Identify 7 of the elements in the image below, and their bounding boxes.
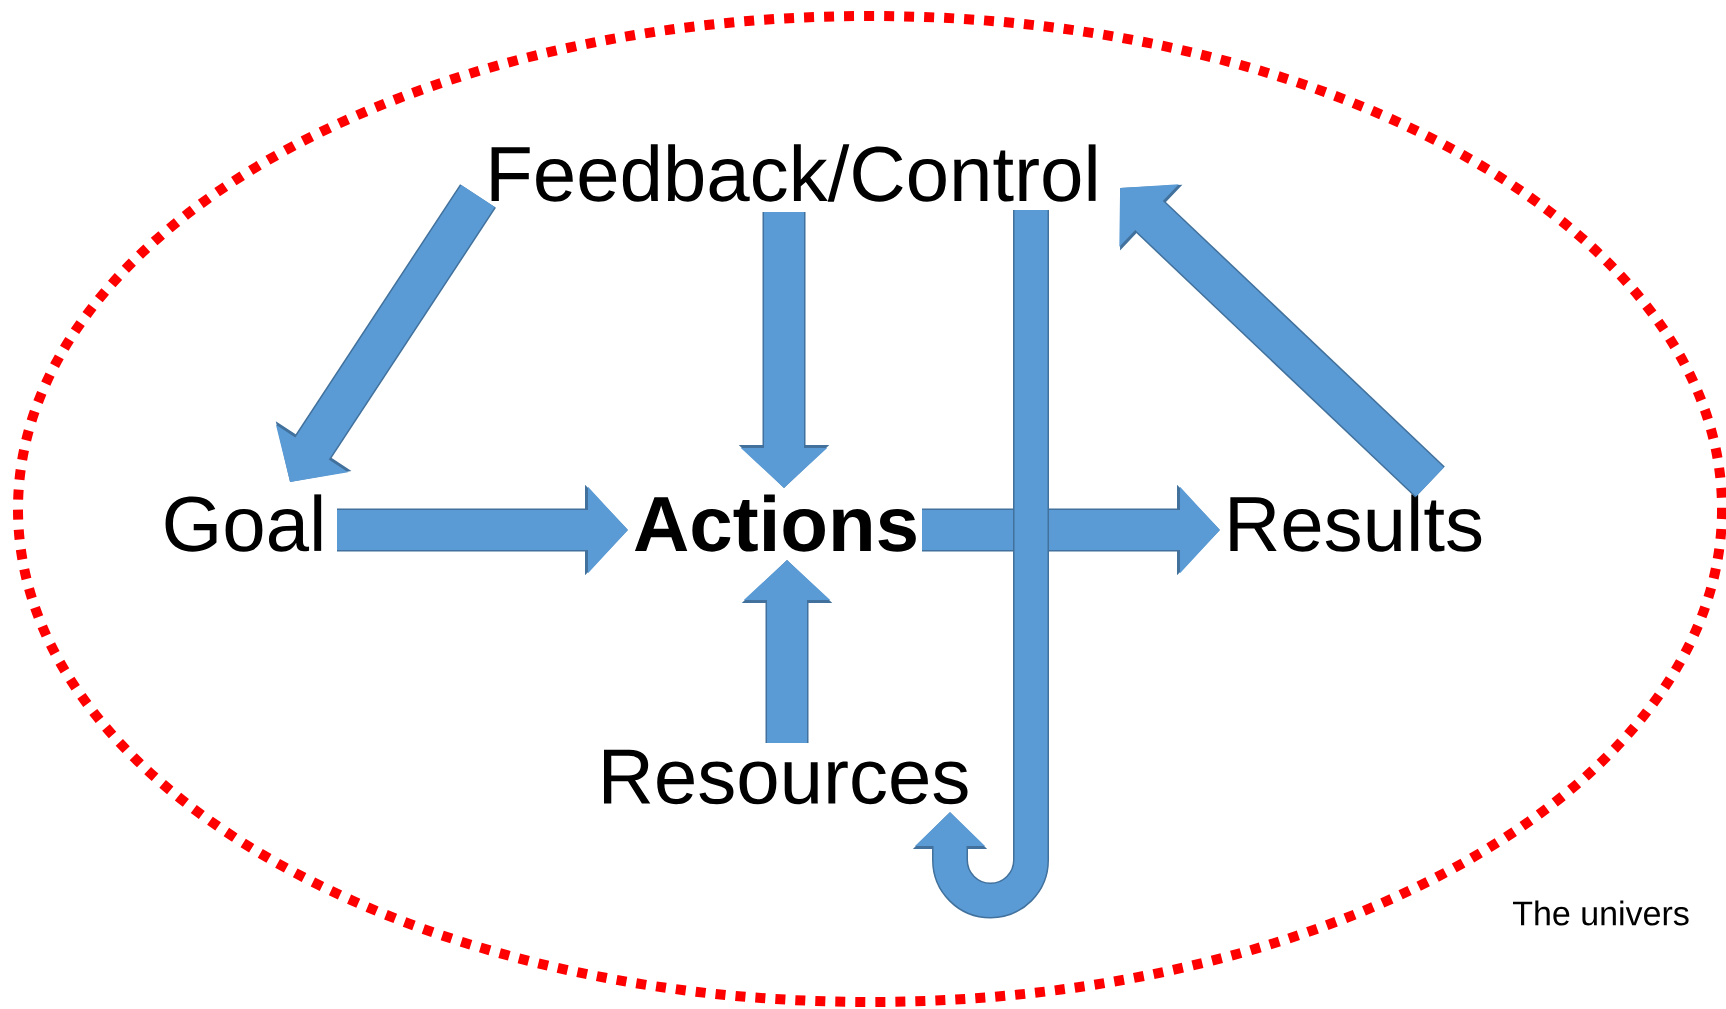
text-label: Goal: [165, 494, 322, 552]
bold-label: Actions: [634, 494, 916, 552]
text-label: Feedback/Control: [491, 144, 1096, 202]
text-label: Resources: [604, 749, 968, 805]
note-text: The univers: [1513, 900, 1689, 926]
text-label: Results: [1230, 494, 1482, 552]
block-arrow: [912, 210, 1049, 919]
